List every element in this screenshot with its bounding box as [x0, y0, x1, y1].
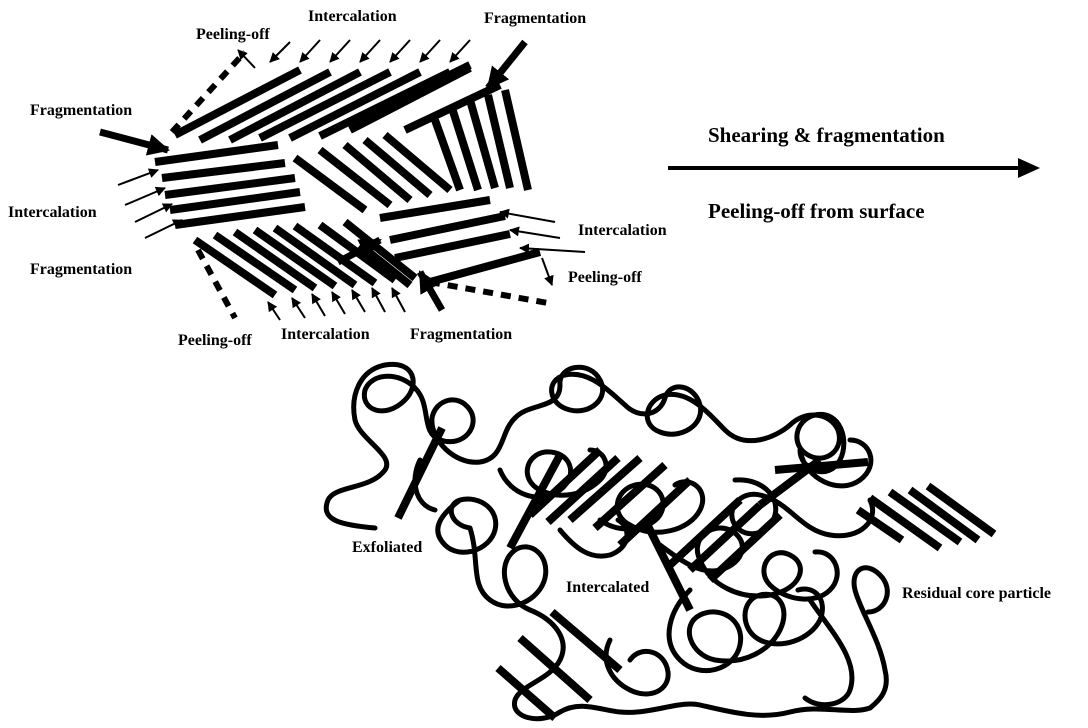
- label-peeling-off-bottom: Peeling-off: [178, 332, 252, 349]
- label-peeling-off-top: Peeling-off: [196, 26, 270, 43]
- clay-particle: [100, 40, 585, 320]
- label-intercalation-bottom: Intercalation: [281, 326, 370, 343]
- plate-stack-horizontal-left: [155, 145, 305, 225]
- label-fragmentation-left: Fragmentation: [30, 102, 132, 119]
- process-label-peeling: Peeling-off from surface: [708, 199, 925, 223]
- label-exfoliated: Exfoliated: [352, 539, 422, 556]
- process-arrow: [668, 158, 1040, 178]
- label-intercalation-left: Intercalation: [8, 204, 97, 221]
- nanocomposite: [326, 364, 994, 718]
- intercalation-arrows-bottom: [268, 288, 405, 320]
- intercalation-arrows-top: [238, 40, 470, 68]
- label-residual-core: Residual core particle: [902, 585, 1051, 602]
- plate-stack-middle: [295, 135, 450, 210]
- label-intercalation-top: Intercalation: [308, 8, 397, 25]
- label-intercalation-right: Intercalation: [578, 222, 667, 239]
- label-intercalated: Intercalated: [566, 579, 649, 596]
- label-fragmentation-bottom: Fragmentation: [410, 326, 512, 343]
- label-fragmentation-left-lower: Fragmentation: [30, 261, 132, 278]
- process-label-shearing: Shearing & fragmentation: [708, 123, 945, 147]
- label-fragmentation-top-right: Fragmentation: [484, 10, 586, 27]
- label-peeling-off-right: Peeling-off: [568, 269, 642, 286]
- residual-core-stack: [858, 486, 994, 548]
- plate-stack-bottom: [195, 222, 415, 295]
